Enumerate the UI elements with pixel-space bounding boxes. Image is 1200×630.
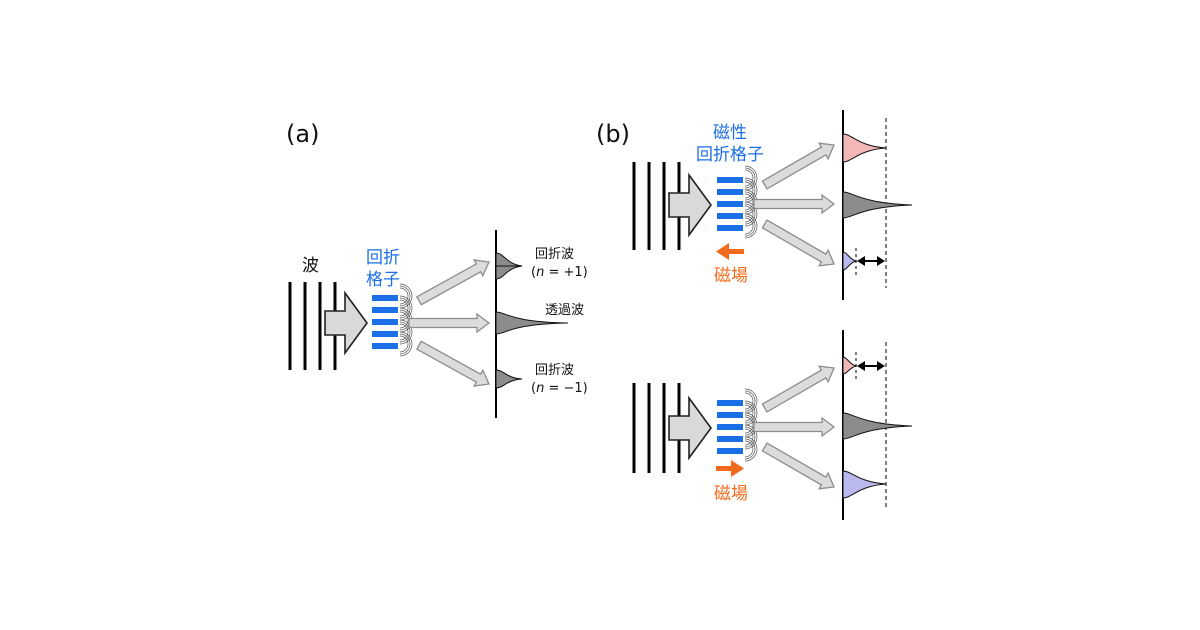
field-arrow-left <box>716 243 744 260</box>
transmitted-arrow-b2 <box>753 417 835 437</box>
transmitted-peak-b2 <box>842 412 913 440</box>
diffracted-wave-upper-order: (n = +1) <box>531 265 588 280</box>
magnetic-grating-lower <box>717 400 743 454</box>
panel-b: (b) 磁性 回折格子 磁場 <box>596 110 913 520</box>
field-label-upper: 磁場 <box>714 266 748 286</box>
field-arrow-right <box>716 460 744 477</box>
upper-peak-b1 <box>842 133 887 163</box>
upper-peak-b2 <box>842 356 858 375</box>
transmitted-peak <box>495 311 569 335</box>
diffracted-wave-upper-label: 回折波 <box>535 247 574 262</box>
diffraction-grating <box>372 295 398 349</box>
field-label-lower: 磁場 <box>714 484 748 504</box>
panel-b-lower: 磁場 <box>632 330 913 520</box>
upper-diffraction-peak <box>495 252 523 267</box>
wave-label: 波 <box>302 256 319 276</box>
lower-diffraction-arrow-b1 <box>759 215 840 273</box>
transmitted-peak-b1 <box>842 191 913 219</box>
lower-peak-b1 <box>842 251 858 271</box>
transmitted-arrow <box>408 313 490 333</box>
magnetic-grating-label-line1: 磁性 <box>713 123 747 143</box>
diffracted-wave-lower-label: 回折波 <box>535 363 574 378</box>
panel-a-label: (a) <box>286 120 319 148</box>
panel-b-label: (b) <box>596 120 630 148</box>
panel-a: (a) 波 回折 格子 回折波 (n = +1) 透過波 回折波 (n = <box>286 120 588 418</box>
lower-diffraction-arrow <box>414 336 495 393</box>
incident-wave-arrow-lower <box>668 397 712 459</box>
incident-wave-arrow-upper <box>668 174 712 236</box>
upper-diffraction-arrow-b2 <box>759 359 840 417</box>
lower-diffraction-peak <box>495 369 523 389</box>
upper-diffraction-peak-tail <box>495 265 523 280</box>
incident-wave-arrow <box>324 292 368 354</box>
upper-diffraction-arrow-b1 <box>759 136 840 194</box>
shift-double-arrow-b1 <box>857 256 885 266</box>
magnetic-grating-upper <box>717 177 743 231</box>
upper-diffraction-arrow <box>414 253 495 310</box>
lower-diffraction-arrow-b2 <box>759 438 840 496</box>
lower-peak-b2 <box>842 470 887 499</box>
shift-double-arrow-b2 <box>857 361 885 371</box>
panel-b-upper: 磁場 <box>632 110 913 300</box>
transmitted-wave-label: 透過波 <box>545 303 584 318</box>
diffracted-wave-lower-order: (n = −1) <box>531 381 588 396</box>
grating-label-line2: 格子 <box>366 270 400 290</box>
transmitted-arrow-b1 <box>753 194 835 214</box>
grating-label-line1: 回折 <box>366 248 400 268</box>
magnetic-grating-label-line2: 回折格子 <box>696 145 764 165</box>
